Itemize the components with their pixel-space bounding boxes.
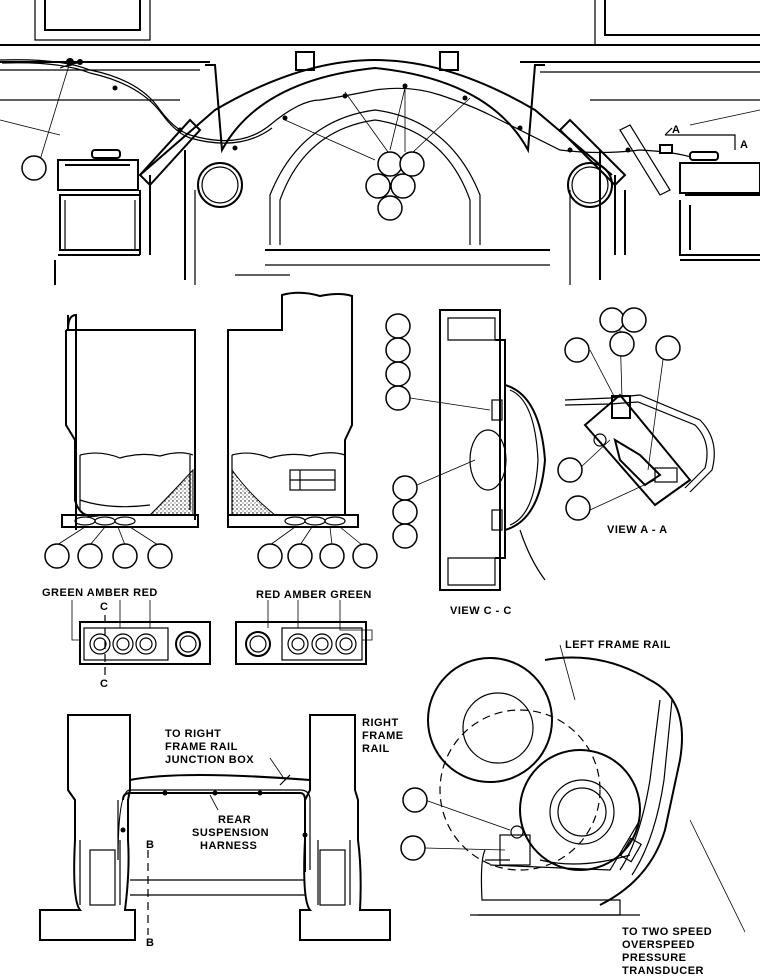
callout-bubble bbox=[399, 151, 425, 177]
left-frame-rail-view: LEFT FRAME RAIL TO TWO SPEED OVERSPEED P… bbox=[400, 639, 746, 977]
callout-bubble bbox=[385, 361, 411, 387]
transducer-label-1: TO TWO SPEED bbox=[622, 926, 712, 938]
callout-bubble bbox=[365, 173, 391, 199]
right-rail-label-2: FRAME bbox=[362, 730, 404, 742]
callout-bubble bbox=[385, 337, 411, 363]
callout-bubble bbox=[21, 155, 47, 181]
callout-bubble bbox=[392, 475, 418, 501]
top-rear-axle-view: A A bbox=[0, 0, 760, 285]
callout-bubble bbox=[385, 313, 411, 339]
right-rail-label-3: RAIL bbox=[362, 743, 390, 755]
rear-suspension-view: B B TO RIGHT FRAME RAIL JUNCTION BOX RIG… bbox=[39, 714, 404, 949]
rear-susp-label-2: SUSPENSION bbox=[192, 827, 269, 839]
section-a-label: A bbox=[740, 139, 748, 151]
view-a-a: VIEW A - A bbox=[557, 307, 715, 536]
callout-bubble bbox=[319, 543, 345, 569]
to-right-rail-label-1: TO RIGHT bbox=[165, 728, 221, 740]
transducer-label-4: TRANSDUCER bbox=[622, 965, 704, 977]
right-rail-label-1: RIGHT bbox=[362, 717, 399, 729]
section-b-label: B bbox=[146, 839, 154, 851]
callout-bubble bbox=[385, 385, 411, 411]
callout-bubble bbox=[564, 337, 590, 363]
callout-bubble bbox=[599, 307, 625, 333]
to-right-rail-label-2: FRAME RAIL bbox=[165, 741, 238, 753]
section-a-label: A bbox=[672, 124, 680, 136]
lamp-panel-left: C C bbox=[71, 600, 211, 690]
to-right-rail-label-3: JUNCTION BOX bbox=[165, 754, 254, 766]
callout-bubble bbox=[392, 499, 418, 525]
callout-bubble bbox=[257, 543, 283, 569]
callout-bubble bbox=[147, 543, 173, 569]
view-c-c: VIEW C - C bbox=[385, 309, 547, 617]
callout-bubble bbox=[112, 543, 138, 569]
rear-susp-label-1: REAR bbox=[218, 814, 251, 826]
callout-bubble bbox=[392, 523, 418, 549]
callout-bubble bbox=[44, 543, 70, 569]
callout-bubble bbox=[390, 173, 416, 199]
lamp-colors-right: RED AMBER GREEN bbox=[256, 589, 372, 601]
view-c-c-label: VIEW C - C bbox=[450, 605, 512, 617]
section-b-label: B bbox=[146, 937, 154, 949]
callout-bubble bbox=[400, 835, 426, 861]
transducer-label-2: OVERSPEED bbox=[622, 939, 695, 951]
callout-bubble bbox=[402, 787, 428, 813]
callout-bubble bbox=[377, 151, 403, 177]
section-c-label: C bbox=[100, 678, 108, 690]
lamp-colors-left: GREEN AMBER RED bbox=[42, 587, 158, 599]
lamp-enclosure-right bbox=[227, 291, 378, 569]
harness-clip bbox=[66, 58, 631, 153]
rear-susp-label-3: HARNESS bbox=[200, 840, 257, 852]
callout-bubble bbox=[77, 543, 103, 569]
lamp-panel-right bbox=[235, 600, 373, 665]
callout-bubble bbox=[609, 331, 635, 357]
section-c-label: C bbox=[100, 601, 108, 613]
view-a-a-label: VIEW A - A bbox=[607, 524, 668, 536]
callout-bubble bbox=[287, 543, 313, 569]
callout-bubble bbox=[655, 335, 681, 361]
callout-bubble bbox=[557, 457, 583, 483]
left-frame-rail-label: LEFT FRAME RAIL bbox=[565, 639, 671, 651]
callout-bubble bbox=[621, 307, 647, 333]
callout-bubble bbox=[377, 195, 403, 221]
lamp-enclosure-left bbox=[44, 313, 199, 569]
callout-bubble bbox=[352, 543, 378, 569]
transducer-label-3: PRESSURE bbox=[622, 952, 687, 964]
callout-bubble bbox=[565, 495, 591, 521]
